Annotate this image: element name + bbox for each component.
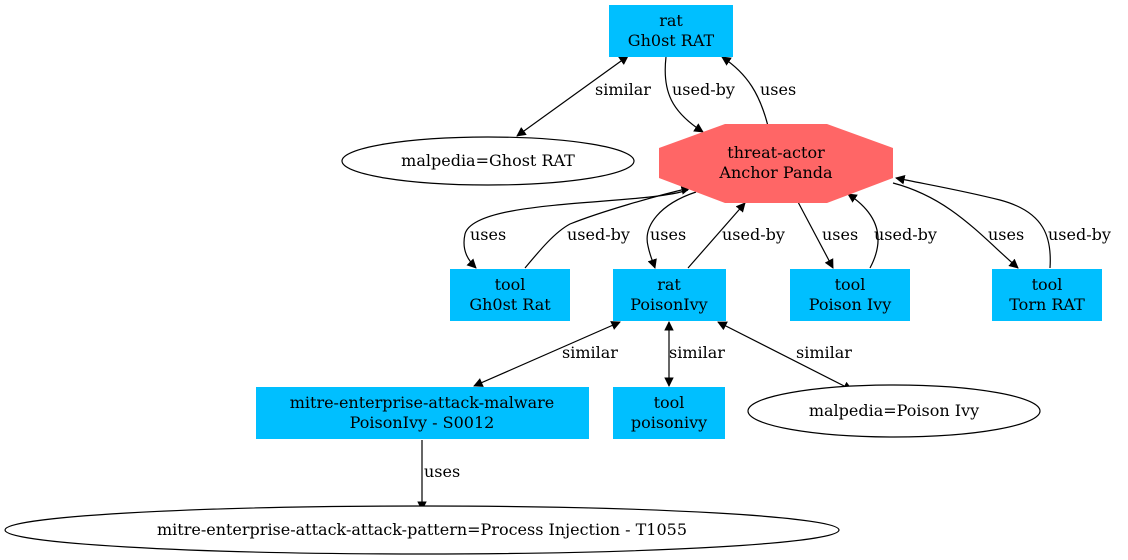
node-type-label: threat-actor [727, 143, 825, 162]
edge-gh0st-to-anchor [664, 56, 704, 133]
node-type-label: tool [654, 393, 685, 412]
edge-anchor-toolpoison-uses [797, 201, 834, 269]
node-name-label: Gh0st RAT [628, 31, 715, 50]
edge-label-toolpoison-usedby: used-by [874, 225, 937, 244]
node-rat-gh0st[interactable]: rat Gh0st RAT [609, 5, 733, 57]
edge-toolpoison-usedby [847, 193, 879, 269]
edge-anchor-to-gh0st [721, 56, 769, 127]
node-name-label: poisonivy [631, 413, 707, 432]
node-name-label: Torn RAT [1009, 295, 1085, 314]
node-type-label: tool [1032, 275, 1063, 294]
edge-label-anchor-torn-uses: uses [988, 225, 1024, 244]
node-threat-actor-anchor-panda[interactable]: threat-actor Anchor Panda [659, 124, 893, 203]
node-name-label: PoisonIvy - S0012 [350, 413, 495, 432]
node-attack-pattern-process-injection[interactable]: mitre-enterprise-attack-attack-pattern=P… [4, 505, 840, 555]
edge-anchor-torn-uses [892, 182, 1019, 269]
node-type-label: rat [659, 11, 683, 30]
node-type-label: mitre-enterprise-attack-malware [290, 393, 555, 412]
edge-label-tool-gh0st-usedby: used-by [567, 225, 630, 244]
node-tool-poisonivy[interactable]: tool poisonivy [613, 387, 725, 439]
edge-label-gh0st-malpedia: similar [595, 80, 651, 99]
node-label: malpedia=Poison Ivy [809, 401, 979, 420]
edges: similar used-by uses uses used-by uses u… [417, 55, 1111, 511]
node-tool-poison-ivy[interactable]: tool Poison Ivy [790, 269, 910, 321]
node-tool-torn-rat[interactable]: tool Torn RAT [992, 269, 1102, 321]
edge-label-poisonivy-usedby: used-by [722, 225, 785, 244]
edge-gh0st-malpedia [516, 55, 629, 137]
node-mitre-malware-poisonivy[interactable]: mitre-enterprise-attack-malware PoisonIv… [256, 387, 589, 439]
node-malpedia-poison-ivy[interactable]: malpedia=Poison Ivy [747, 384, 1041, 438]
edge-anchor-poisonivy-uses [646, 191, 697, 269]
node-name-label: Gh0st Rat [469, 295, 551, 314]
edge-label-anchor-tool-gh0st-uses: uses [470, 225, 506, 244]
node-label: malpedia=Ghost RAT [401, 151, 575, 170]
node-tool-gh0st-rat[interactable]: tool Gh0st Rat [450, 269, 570, 321]
node-name-label: Anchor Panda [718, 163, 833, 182]
edge-torn-usedby [895, 175, 1051, 269]
node-type-label: rat [657, 275, 681, 294]
edge-label-poisonivy-mitre-similar: similar [562, 343, 618, 362]
node-name-label: PoisonIvy [630, 295, 707, 314]
node-rat-poisonivy[interactable]: rat PoisonIvy [613, 269, 726, 321]
edge-poisonivy-mitre-similar [473, 321, 621, 387]
edge-poisonivy-malpedia-similar [717, 321, 853, 391]
edge-label-anchor-to-gh0st: uses [760, 80, 796, 99]
edge-label-poisonivy-tool-similar: similar [669, 343, 725, 362]
nodes: rat Gh0st RAT malpedia=Ghost RAT threat-… [4, 5, 1102, 555]
edge-label-gh0st-to-anchor: used-by [672, 80, 735, 99]
node-type-label: tool [835, 275, 866, 294]
node-type-label: tool [495, 275, 526, 294]
node-malpedia-ghost-rat[interactable]: malpedia=Ghost RAT [341, 136, 635, 186]
node-label: mitre-enterprise-attack-attack-pattern=P… [157, 520, 687, 539]
edge-label-anchor-poisonivy-uses: uses [650, 225, 686, 244]
edge-label-poisonivy-malpedia-similar: similar [796, 343, 852, 362]
edge-anchor-tool-gh0st-uses [463, 189, 689, 269]
edge-label-torn-usedby: used-by [1048, 225, 1111, 244]
edge-label-anchor-toolpoison-uses: uses [822, 225, 858, 244]
edge-label-mitre-pattern-uses: uses [424, 462, 460, 481]
edge-tool-gh0st-usedby [524, 185, 691, 269]
edge-poisonivy-usedby [687, 202, 746, 269]
node-name-label: Poison Ivy [809, 295, 892, 314]
